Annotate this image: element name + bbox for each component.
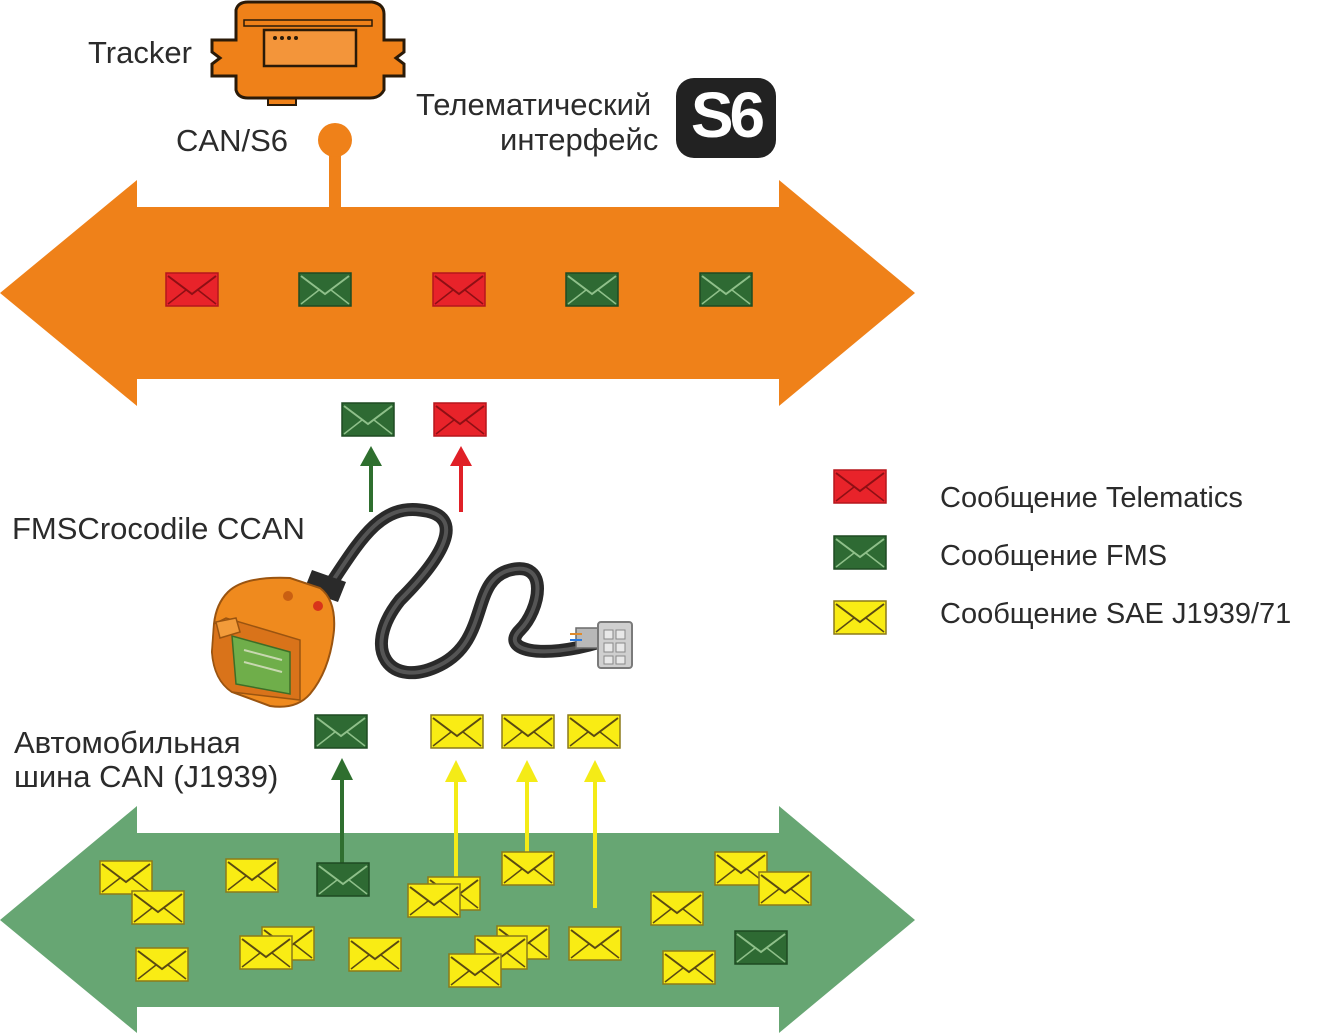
vehicle-bus-label-line1: Автомобильная xyxy=(14,725,241,760)
device-output-messages xyxy=(341,402,487,437)
legend-item-sae: Сообщение SAE J1939/71 xyxy=(940,598,1292,630)
device-label: FMSCrocodile CCAN xyxy=(12,511,305,546)
legend-swatch-sae xyxy=(833,600,887,635)
can-s6-node xyxy=(318,123,352,157)
device-to-bus-arrows xyxy=(360,446,472,512)
tracker-device-icon xyxy=(210,0,406,106)
can-s6-label: CAN/S6 xyxy=(176,123,288,158)
fms-crocodile-device-icon xyxy=(210,503,633,708)
device-input-messages xyxy=(314,714,621,749)
s6-logo-icon xyxy=(676,78,776,158)
legend-swatches xyxy=(833,469,887,635)
legend-item-fms: Сообщение FMS xyxy=(940,540,1168,572)
telematic-interface-line1: Телематический xyxy=(416,87,652,122)
can-s6-stub xyxy=(329,150,341,210)
tracker-label: Tracker xyxy=(88,35,192,70)
legend-swatch-fms xyxy=(833,535,887,570)
vehicle-bus-label-line2: шина CAN (J1939) xyxy=(14,759,279,794)
s6-logo-text: S6 xyxy=(690,79,765,151)
bus-to-device-arrows xyxy=(331,758,606,908)
telematic-interface-line2: интерфейс xyxy=(500,122,659,157)
legend-swatch-telematics xyxy=(833,469,887,504)
legend-item-telematics: Сообщение Telematics xyxy=(940,482,1243,514)
